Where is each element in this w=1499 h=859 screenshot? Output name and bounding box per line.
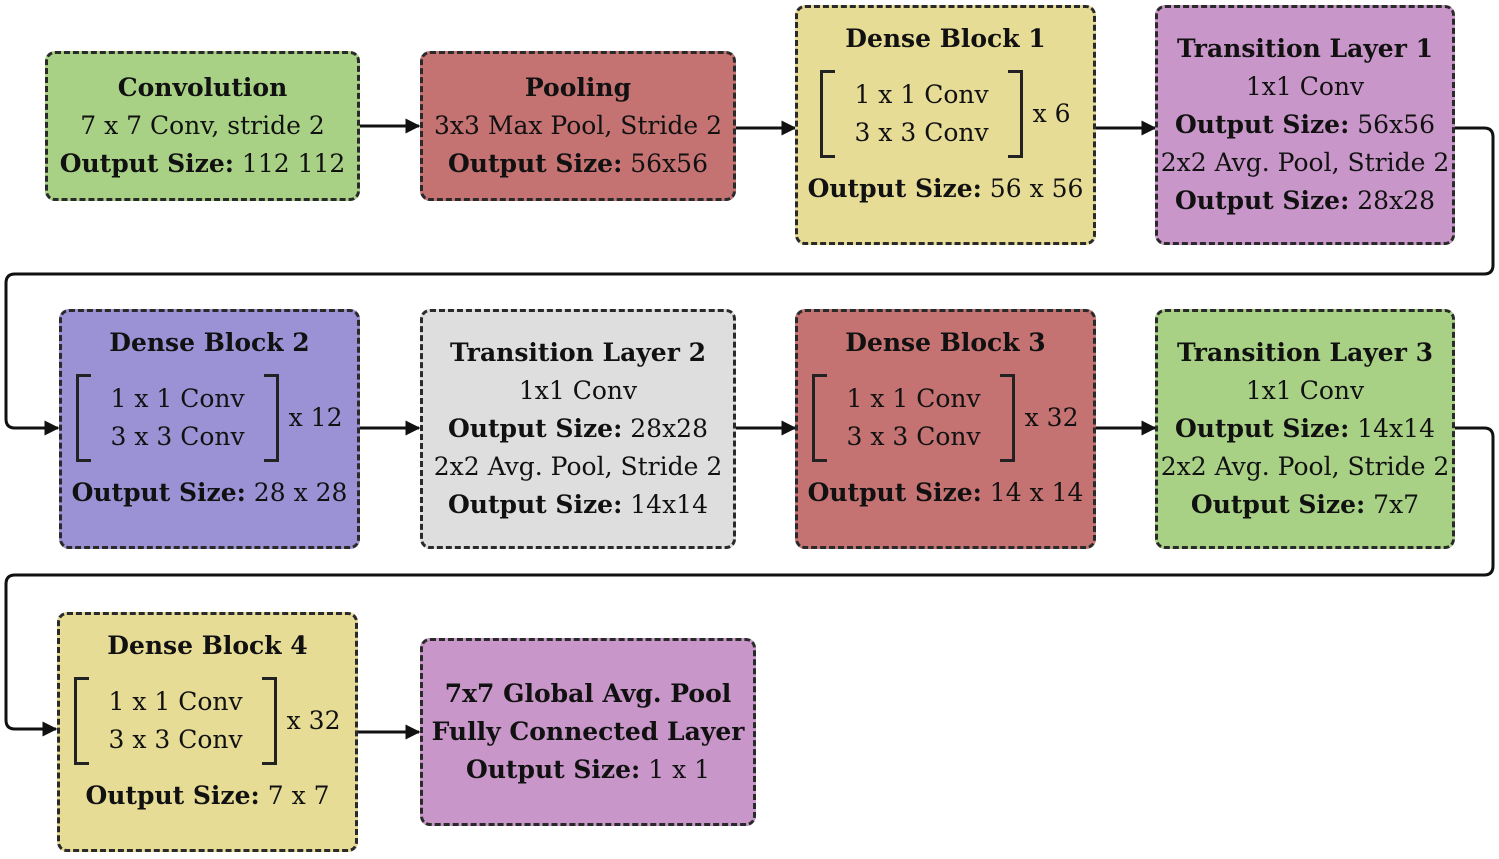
output-size: Output Size: 28x28 [448,410,708,448]
output-size-label: Output Size: [807,478,982,507]
output-size-value: 14x14 [1349,414,1435,443]
block-title: Dense Block 2 [109,328,310,357]
output-size-label: Output Size: [1175,186,1350,215]
output-size-label: Output Size: [1190,490,1366,519]
global-pool-label: 7x7 Global Avg. Pool [444,679,732,708]
conv-repeat-group: 1 x 1 Conv 3 x 3 Conv x 6 [820,70,1071,158]
output-size: Output Size: 56x56 [1175,106,1435,144]
output-size: Output Size: 7 x 7 [85,777,329,815]
output-size-label: Output Size: [448,149,623,178]
conv-repeat-group: 1 x 1 Conv 3 x 3 Conv x 12 [76,374,343,462]
block-title: Convolution [117,73,288,102]
output-size-label: Output Size: [807,174,982,203]
output-size: Output Size: 7x7 [1191,486,1419,524]
output-size: Output Size: 1 x 1 [466,751,710,789]
dense-block-2: Dense Block 2 1 x 1 Conv 3 x 3 Conv x 12… [59,309,360,549]
output-size-label: Output Size: [71,478,246,507]
transition-layer-1: Transition Layer 1 1x1 Conv Output Size:… [1155,5,1455,245]
conv-repeat-group: 1 x 1 Conv 3 x 3 Conv x 32 [812,374,1079,462]
pooling-block: Pooling 3x3 Max Pool, Stride 2 Output Si… [420,51,736,201]
conv-3x3: 3 x 3 Conv [846,422,981,451]
output-size: Output Size: 28x28 [1175,182,1435,220]
conv-bracket: 1 x 1 Conv 3 x 3 Conv [74,677,277,765]
output-size-value: 14 x 14 [981,478,1084,507]
block-title: Pooling [524,73,632,102]
output-size-value: 28 x 28 [245,478,348,507]
conv-1x1: 1 x 1 Conv [854,80,989,109]
arrow-trans3-to-dense4 [4,426,1495,737]
block-detail: 2x2 Avg. Pool, Stride 2 [1160,148,1450,177]
repeat-count: x 32 [286,706,341,735]
output-size: Output Size: 14x14 [448,486,708,524]
conv-bracket: 1 x 1 Conv 3 x 3 Conv [820,70,1023,158]
block-detail: 7 x 7 Conv, stride 2 [80,111,325,140]
output-size: Output Size: 28 x 28 [72,474,348,512]
conv-1x1: 1 x 1 Conv [110,384,245,413]
block-detail: 1x1 Conv [518,376,638,405]
conv-bracket: 1 x 1 Conv 3 x 3 Conv [812,374,1015,462]
output-size-label: Output Size: [465,755,641,784]
conv-1x1: 1 x 1 Conv [846,384,981,413]
output-size: Output Size: 112 112 [60,145,346,183]
conv-1x1: 1 x 1 Conv [108,687,243,716]
convolution-block: Convolution 7 x 7 Conv, stride 2 Output … [45,51,360,201]
output-size-value: 56 x 56 [981,174,1084,203]
block-detail: 1x1 Conv [1245,376,1365,405]
transition-layer-2: Transition Layer 2 1x1 Conv Output Size:… [420,309,736,549]
output-size-value: 28x28 [622,414,708,443]
output-size-value: 56x56 [622,149,708,178]
output-size-label: Output Size: [1175,414,1350,443]
block-detail: 1x1 Conv [1245,72,1365,101]
block-title: Dense Block 3 [845,328,1046,357]
output-size: Output Size: 56x56 [448,145,708,183]
conv-repeat-group: 1 x 1 Conv 3 x 3 Conv x 32 [74,677,341,765]
output-size-value: 14x14 [622,490,708,519]
dense-block-3: Dense Block 3 1 x 1 Conv 3 x 3 Conv x 32… [795,309,1096,549]
output-size-value: 7x7 [1365,490,1420,519]
output-size-value: 112 112 [233,149,346,178]
repeat-count: x 32 [1024,403,1079,432]
conv-3x3: 3 x 3 Conv [854,118,989,147]
repeat-count: x 6 [1032,99,1071,128]
dense-block-4: Dense Block 4 1 x 1 Conv 3 x 3 Conv x 32… [57,612,358,852]
conv-3x3: 3 x 3 Conv [108,725,243,754]
transition-layer-3: Transition Layer 3 1x1 Conv Output Size:… [1155,309,1455,549]
output-size-label: Output Size: [448,414,623,443]
block-title: Transition Layer 3 [1177,338,1433,367]
conv-3x3: 3 x 3 Conv [110,422,245,451]
block-detail: 2x2 Avg. Pool, Stride 2 [1160,452,1450,481]
dense-block-1: Dense Block 1 1 x 1 Conv 3 x 3 Conv x 6 … [795,5,1096,245]
block-title: Transition Layer 2 [450,338,706,367]
block-title: Dense Block 1 [845,24,1046,53]
output-size-label: Output Size: [448,490,623,519]
output-size-value: 1 x 1 [640,755,711,784]
final-block: 7x7 Global Avg. Pool Fully Connected Lay… [420,638,756,826]
output-size-value: 56x56 [1349,110,1435,139]
output-size-label: Output Size: [59,149,234,178]
output-size-value: 28x28 [1349,186,1435,215]
fully-connected-label: Fully Connected Layer [431,717,745,746]
conv-bracket: 1 x 1 Conv 3 x 3 Conv [76,374,279,462]
block-title: Transition Layer 1 [1177,34,1433,63]
output-size-label: Output Size: [85,781,260,810]
output-size: Output Size: 14 x 14 [808,474,1084,512]
repeat-count: x 12 [288,403,343,432]
block-detail: 2x2 Avg. Pool, Stride 2 [433,452,723,481]
block-title: Dense Block 4 [107,631,308,660]
arrow-trans1-to-dense2 [4,126,1495,436]
output-size-value: 7 x 7 [259,781,330,810]
block-detail: 3x3 Max Pool, Stride 2 [434,111,722,140]
output-size: Output Size: 14x14 [1175,410,1435,448]
output-size-label: Output Size: [1175,110,1350,139]
output-size: Output Size: 56 x 56 [808,170,1084,208]
